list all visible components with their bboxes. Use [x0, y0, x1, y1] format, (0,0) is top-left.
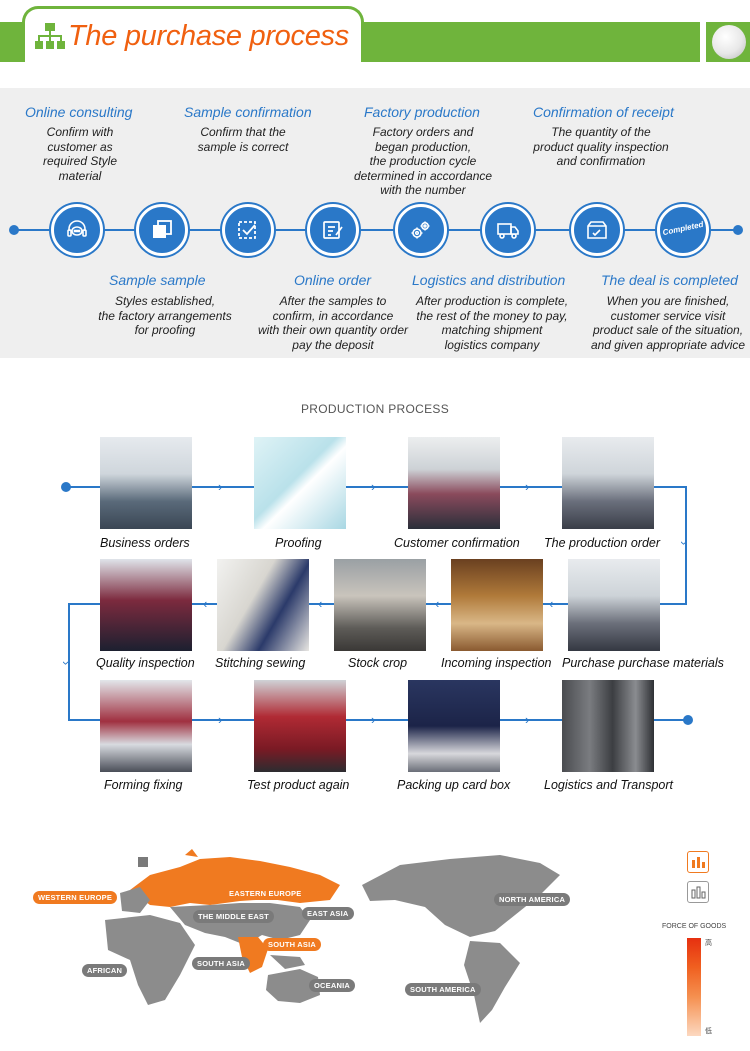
arrow-left-icon: ‹: [435, 599, 439, 609]
step-title: Sample sample: [109, 272, 206, 288]
photo-stitching-sewing: [217, 559, 309, 651]
arrow-left-icon: ‹: [318, 599, 322, 609]
production-step-label: Incoming inspection: [441, 656, 551, 670]
world-map: [0, 845, 660, 1035]
step-title: Sample confirmation: [184, 104, 312, 120]
photo-incoming-inspection: [451, 559, 543, 651]
production-step-label: Stock crop: [348, 656, 407, 670]
legend-high: 高: [705, 938, 712, 948]
production-step-label: Stitching sewing: [215, 656, 305, 670]
production-step-label: Customer confirmation: [394, 536, 520, 550]
completed-badge-icon: Completed: [657, 204, 709, 256]
region-label: EAST ASIA: [302, 907, 354, 920]
copy-squares-icon: [136, 204, 188, 256]
production-step-label: Logistics and Transport: [544, 778, 673, 792]
step-desc: When you are finished,customer service v…: [587, 294, 749, 352]
page-header: The purchase process: [0, 0, 750, 62]
region-label: OCEANIA: [309, 979, 355, 992]
force-gradient-bar: [687, 938, 701, 1036]
headset-chat-icon: [51, 204, 103, 256]
production-step-label: Business orders: [100, 536, 190, 550]
gears-icon: [395, 204, 447, 256]
step-desc: After production is complete,the rest of…: [410, 294, 574, 352]
photo-production-order: [562, 437, 654, 529]
bar-chart-orange-icon[interactable]: [687, 851, 709, 873]
production-step-label: Packing up card box: [397, 778, 510, 792]
photo-purchase-materials: [568, 559, 660, 651]
photo-stock-crop: [334, 559, 426, 651]
arrow-right-icon: ›: [525, 482, 529, 492]
arrow-right-icon: ›: [371, 482, 375, 492]
production-process-title: PRODUCTION PROCESS: [0, 402, 750, 416]
region-label: SOUTH AMERICA: [405, 983, 481, 996]
photo-customer-confirmation: [408, 437, 500, 529]
step-title: Confirmation of receipt: [533, 104, 674, 120]
flow-start-dot: [61, 482, 71, 492]
photo-proofing: [254, 437, 346, 529]
bar-chart-grey-icon[interactable]: [687, 881, 709, 903]
step-desc: Styles established,the factory arrangeme…: [92, 294, 238, 338]
step-title: Factory production: [364, 104, 480, 120]
production-step-label: Proofing: [275, 536, 322, 550]
production-step-label: Test product again: [247, 778, 349, 792]
production-step-label: Quality inspection: [96, 656, 195, 670]
flow-end-dot: [683, 715, 693, 725]
timeline-start-dot: [9, 225, 19, 235]
photo-test-product: [254, 680, 346, 772]
step-title: Logistics and distribution: [412, 272, 565, 288]
arrow-right-icon: ›: [371, 715, 375, 725]
photo-logistics-transport: [562, 680, 654, 772]
arrow-left-icon: ‹: [549, 599, 553, 609]
production-step-label: The production order: [544, 536, 660, 550]
region-label: WESTERN EUROPE: [33, 891, 117, 904]
arrow-down-icon: ›: [61, 661, 71, 665]
photo-packing-card-box: [408, 680, 500, 772]
region-label: SOUTH ASIA: [192, 957, 250, 970]
arrow-left-icon: ‹: [203, 599, 207, 609]
delivery-truck-icon: [482, 204, 534, 256]
edit-document-icon: [307, 204, 359, 256]
arrow-right-icon: ›: [525, 715, 529, 725]
package-box-icon: [571, 204, 623, 256]
step-title: Online consulting: [25, 104, 132, 120]
photo-forming-fixing: [100, 680, 192, 772]
production-step-label: Forming fixing: [104, 778, 183, 792]
production-step-label: Purchase purchase materials: [562, 656, 724, 670]
photo-business-orders: [100, 437, 192, 529]
step-title: Online order: [294, 272, 371, 288]
arrow-down-icon: ›: [679, 541, 689, 545]
region-label: NORTH AMERICA: [494, 893, 570, 906]
arrow-right-icon: ›: [218, 715, 222, 725]
region-label: THE MIDDLE EAST: [193, 910, 274, 923]
timeline-end-dot: [733, 225, 743, 235]
flowchart-icon: [35, 22, 65, 50]
region-label: SOUTH ASIA: [263, 938, 321, 951]
timeline-line: [12, 229, 738, 231]
region-label: EASTERN EUROPE: [224, 887, 306, 900]
page-title: The purchase process: [68, 20, 349, 53]
region-label: AFRICAN: [82, 964, 127, 977]
photo-quality-inspection: [100, 559, 192, 651]
golf-ball-icon: [706, 22, 750, 62]
step-title: The deal is completed: [601, 272, 738, 288]
legend-title: FORCE OF GOODS: [662, 923, 726, 930]
checkbox-icon: [222, 204, 274, 256]
arrow-right-icon: ›: [218, 482, 222, 492]
legend-low: 低: [705, 1026, 712, 1036]
completed-badge-text: Completed: [657, 219, 710, 239]
